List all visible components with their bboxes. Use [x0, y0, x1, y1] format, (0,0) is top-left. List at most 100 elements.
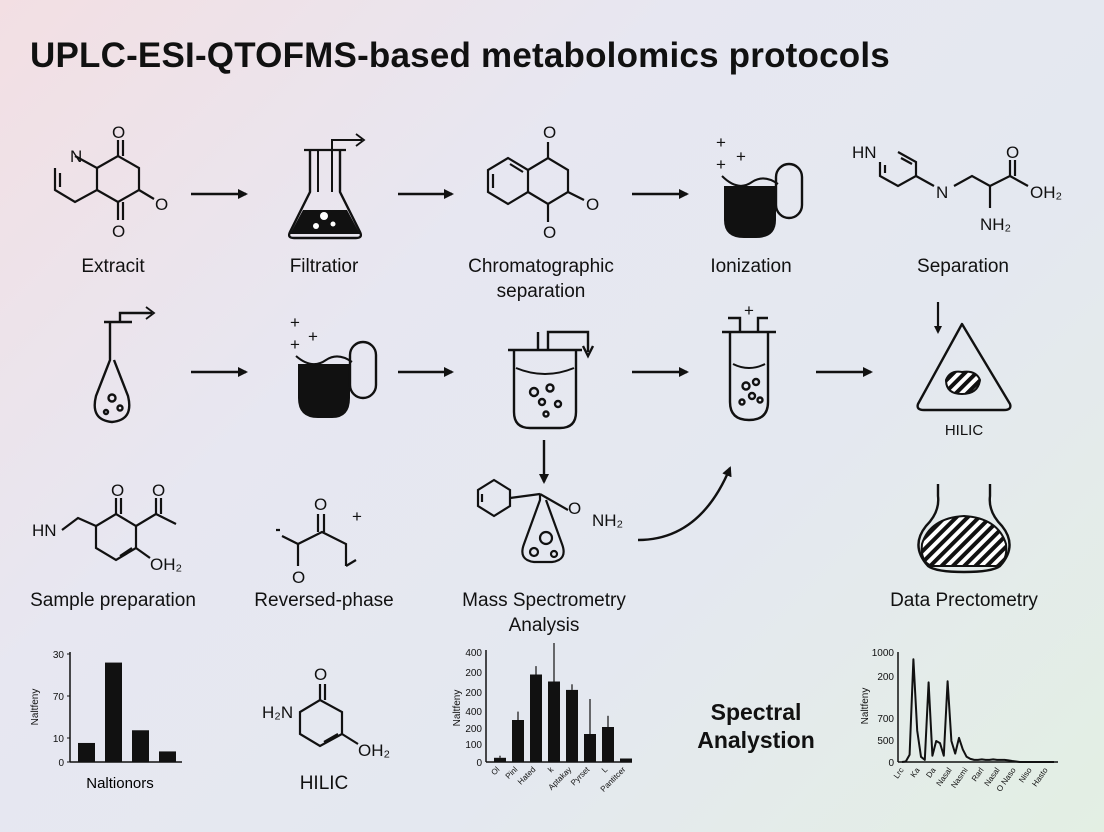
naphthoquinone-molecule-icon	[486, 142, 585, 222]
label-data-prectometry: Data Prectometry	[890, 590, 1038, 611]
sample-molecule-icon	[61, 498, 177, 562]
atom-n: N	[70, 147, 82, 166]
bar	[78, 742, 95, 762]
amino-acid-molecule-icon	[878, 151, 1029, 208]
plus-icon: +	[716, 133, 726, 152]
hilic-triangle-icon	[916, 302, 1012, 412]
page-title: UPLC-ESI-QTOFMS-based metabolomics proto…	[30, 36, 890, 75]
y-tick-label: 200	[465, 688, 482, 699]
atom-o: O	[152, 481, 165, 500]
atom-hn: HN	[852, 143, 877, 162]
atom-oh2: OH₂	[150, 555, 182, 574]
label-spectral-analysis: Spectral Analystion	[697, 698, 815, 754]
label-line-2: separation	[496, 281, 586, 302]
label-line-1: Mass Spectrometry	[462, 590, 626, 611]
x-tick-label: Nasmi	[949, 766, 970, 790]
label-separation: Separation	[917, 256, 1009, 277]
label-hilic-top: HILIC	[944, 422, 984, 439]
ion-source-container-icon: + + +	[290, 313, 378, 418]
atom-o: O	[543, 123, 556, 142]
label-line-1: Chromatographic	[468, 256, 614, 277]
label-filtration: Filtratior	[289, 256, 359, 277]
y-tick-label: 70	[53, 692, 65, 703]
y-tick-label: 0	[58, 758, 64, 769]
ionization-container-icon: + + +	[716, 133, 804, 238]
atom-hn: HN	[32, 521, 57, 540]
y-axis-label: Naltfeny	[860, 688, 871, 725]
y-tick-label: 0	[476, 758, 482, 769]
x-tick-label: Da	[924, 766, 938, 780]
y-tick-label: 1000	[872, 648, 895, 659]
atom-o: O	[111, 481, 124, 500]
label-line-2: Analystion	[697, 727, 815, 753]
reaction-beaker-icon	[508, 330, 595, 430]
y-tick-label: 30	[53, 650, 65, 661]
bar	[566, 689, 578, 762]
plus-icon: +	[744, 301, 754, 320]
atom-nh2: NH₂	[980, 215, 1011, 234]
atom-h2n: H₂N	[262, 703, 293, 722]
label-ionization: Ionization	[710, 256, 792, 277]
y-tick-label: 200	[465, 724, 482, 735]
atom-o: O	[568, 499, 581, 518]
pyridone-molecule-icon	[298, 684, 359, 748]
label-line-2: Analysis	[508, 615, 580, 636]
atom-o: O	[1006, 143, 1019, 162]
bar	[159, 751, 176, 762]
atom-o: O	[112, 222, 125, 241]
extract-molecule-icon	[53, 140, 155, 220]
bar	[620, 758, 632, 762]
spectrum-line	[901, 658, 1054, 763]
column-tube-icon	[722, 316, 776, 422]
y-tick-label: 400	[465, 707, 482, 718]
bar	[512, 720, 524, 762]
label-extract: Extracit	[81, 256, 145, 277]
y-axis-label: Naltfeny	[452, 690, 463, 727]
hatched-flask-icon	[917, 484, 1011, 574]
test-tube-icon	[93, 306, 156, 424]
plus-icon: +	[716, 155, 726, 174]
plus-icon: +	[736, 147, 746, 166]
x-tick-label: Ka	[909, 766, 922, 780]
atom-o: O	[314, 495, 327, 514]
atom-o: O	[314, 665, 327, 684]
atom-nh2: NH₂	[592, 511, 623, 530]
atom-o: O	[155, 195, 168, 214]
y-axis-label: Naltfeny	[30, 689, 41, 726]
label-hilic-bottom: HILIC	[299, 773, 349, 794]
bar	[494, 757, 506, 762]
bar	[548, 681, 560, 762]
y-tick-label: 0	[888, 758, 894, 769]
plus-icon: +	[290, 335, 300, 354]
atom-o: O	[543, 223, 556, 242]
x-tick-label: Hasto	[1030, 766, 1050, 789]
bar	[584, 734, 596, 762]
label-line-1: Spectral	[710, 699, 802, 725]
y-tick-label: 200	[877, 672, 894, 683]
reversed-phase-chain-icon	[276, 514, 357, 567]
curved-arrow	[637, 466, 732, 542]
mass-spec-flask-icon	[476, 478, 569, 564]
y-tick-label: 100	[465, 740, 482, 751]
label-sample-preparation: Sample preparation	[30, 590, 196, 611]
x-tick-label: Hated	[516, 765, 537, 786]
y-tick-label: 500	[877, 736, 894, 747]
bar	[602, 727, 614, 762]
y-tick-label: 10	[53, 734, 65, 745]
x-tick-label: k	[546, 764, 556, 774]
x-tick-label: Ol	[489, 765, 501, 777]
y-tick-label: 200	[465, 668, 482, 679]
bar	[530, 674, 542, 762]
x-tick-label: L	[600, 765, 610, 775]
atom-o: O	[586, 195, 599, 214]
plus-icon: +	[352, 507, 362, 526]
label-chromatographic-separation: Chromatographic separation	[468, 254, 614, 304]
bar	[105, 662, 122, 762]
plus-icon: +	[290, 313, 300, 332]
flask-icon	[287, 133, 366, 240]
x-tick-label: Pyrset	[569, 765, 592, 788]
